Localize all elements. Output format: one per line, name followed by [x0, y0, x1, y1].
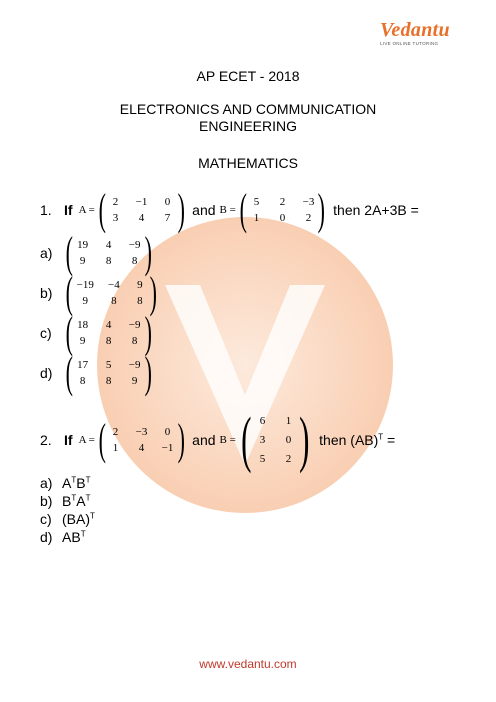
branch-title: ELECTRONICS AND COMMUNICATION ENGINEERIN…	[119, 101, 377, 134]
q2-option-d[interactable]: d) ABT	[40, 529, 86, 545]
q2-option-b-text: BTAT	[62, 493, 91, 509]
q1-and: and	[192, 202, 216, 218]
q2-b-label: B =	[219, 434, 236, 446]
brand-name: Vedantu	[380, 19, 450, 41]
q2-tail: then (AB)T =	[319, 432, 396, 448]
q2-if: If	[64, 432, 73, 448]
q2-number: 2.	[40, 432, 52, 448]
q2-option-b[interactable]: b) BTAT	[40, 493, 91, 509]
brand-tagline: LIVE ONLINE TUTORING	[380, 41, 439, 46]
q2-option-d-text: ABT	[62, 529, 86, 545]
vedantu-watermark	[97, 217, 393, 513]
q1-if: If	[64, 202, 73, 218]
q1-a-label: A =	[78, 204, 95, 216]
q2-option-c-text: (BA)T	[62, 511, 95, 527]
q2-and: and	[192, 432, 216, 448]
brand-logo: Vedantu LIVE ONLINE TUTORING	[380, 20, 450, 46]
q1-number: 1.	[40, 202, 52, 218]
q1-tail: then 2A+3B =	[333, 202, 419, 218]
footer-url[interactable]: www.vedantu.com	[199, 657, 297, 671]
q2-option-a-text: ATBT	[62, 475, 91, 491]
exam-title: AP ECET - 2018	[196, 68, 300, 84]
q2-option-c[interactable]: c) (BA)T	[40, 511, 95, 527]
q2-option-a[interactable]: a) ATBT	[40, 475, 91, 491]
q2-a-label: A =	[78, 434, 95, 446]
subject-title: MATHEMATICS	[198, 155, 298, 171]
q1-b-label: B =	[219, 204, 236, 216]
